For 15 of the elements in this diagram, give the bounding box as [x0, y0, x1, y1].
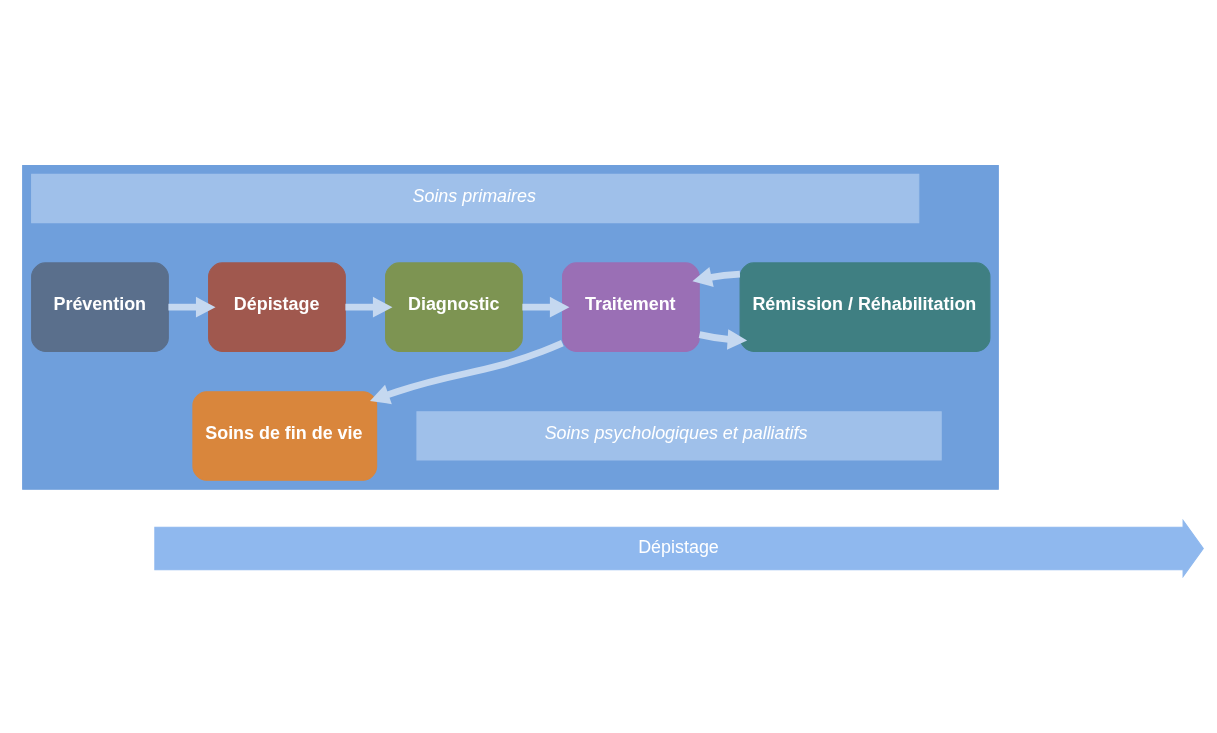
node-box: Rémission / Réhabilitation	[739, 262, 991, 352]
node-box: Dépistage	[208, 262, 346, 352]
node-box: Diagnostic	[385, 262, 523, 352]
node-box: Soins psychologiques et palliatifs	[416, 411, 942, 461]
node-box: Soins de fin de vie	[192, 391, 378, 481]
node-box: Soins primaires	[31, 173, 920, 224]
arrow	[168, 296, 216, 318]
arrow	[370, 340, 564, 405]
cluster	[22, 164, 999, 490]
node-box: Prévention	[31, 262, 169, 352]
arrow	[692, 267, 741, 288]
arrow	[522, 296, 570, 318]
node-box: Traitement	[562, 262, 700, 352]
arrow	[345, 296, 393, 318]
arrow	[698, 329, 748, 350]
